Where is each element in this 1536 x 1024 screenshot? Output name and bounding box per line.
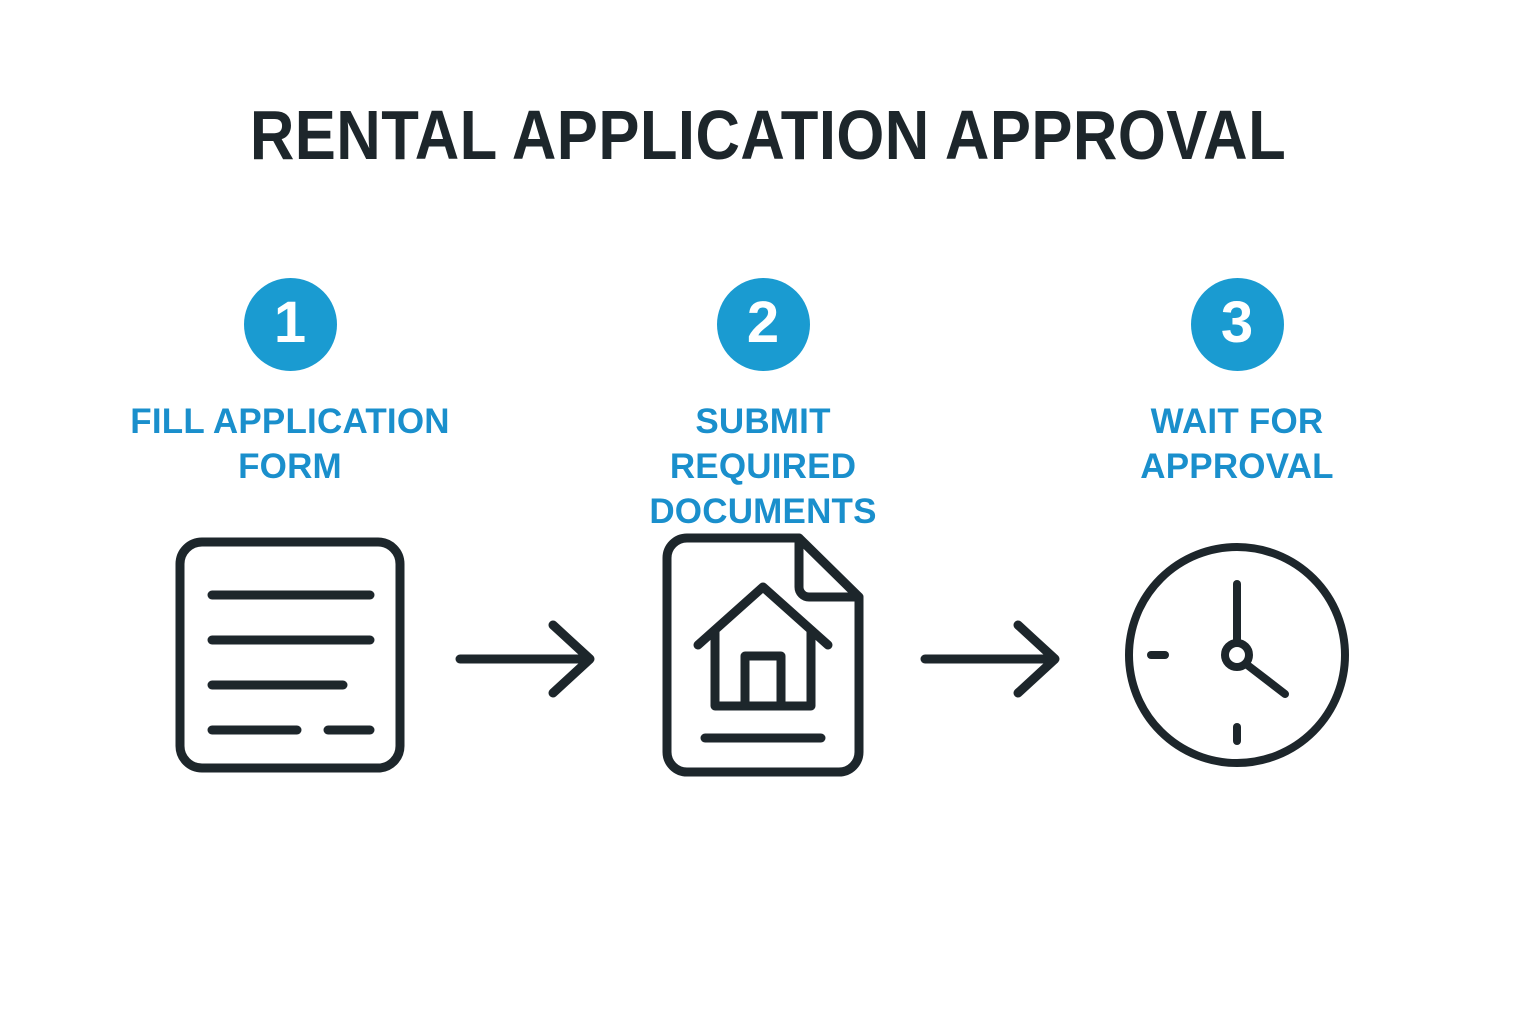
- step-1-caption: FILL APPLICATION FORM: [125, 399, 455, 489]
- step-2: 2 SUBMIT REQUIRED DOCUMENTS: [598, 278, 928, 534]
- step-3-number-badge: 3: [1190, 278, 1284, 371]
- connector-arrow-2: [920, 618, 1090, 702]
- step-2-caption-line1: SUBMIT REQUIRED: [669, 402, 857, 486]
- step-2-number: 2: [746, 289, 780, 355]
- step-3-number: 3: [1220, 289, 1254, 355]
- step-2-caption-line2: DOCUMENTS: [649, 492, 877, 531]
- step-1-number: 1: [273, 289, 307, 355]
- step-1-number-badge: 1: [243, 278, 337, 371]
- connector-arrow-1: [455, 618, 625, 702]
- step-3: 3 WAIT FOR APPROVAL: [1072, 278, 1402, 489]
- checklist-form-icon: [175, 537, 405, 773]
- step-3-caption: WAIT FOR APPROVAL: [1072, 399, 1402, 489]
- page-title: RENTAL APPLICATION APPROVAL: [249, 96, 1287, 174]
- arrow-right-icon: [920, 620, 1060, 698]
- arrow-right-icon: [455, 620, 595, 698]
- step-2-number-badge: 2: [716, 278, 810, 371]
- step-2-caption: SUBMIT REQUIRED DOCUMENTS: [598, 399, 928, 534]
- step-2-icon-slot: [598, 530, 928, 780]
- step-1-caption-line1: FILL APPLICATION: [130, 402, 450, 441]
- step-3-icon-slot: [1072, 530, 1402, 780]
- step-3-caption-line1: WAIT FOR: [1150, 402, 1324, 441]
- clock-icon: [1125, 543, 1349, 767]
- step-1: 1 FILL APPLICATION FORM: [125, 278, 455, 489]
- house-document-icon: [662, 533, 864, 777]
- step-1-caption-line2: FORM: [238, 447, 342, 486]
- step-3-caption-line2: APPROVAL: [1140, 447, 1334, 486]
- step-1-icon-slot: [125, 530, 455, 780]
